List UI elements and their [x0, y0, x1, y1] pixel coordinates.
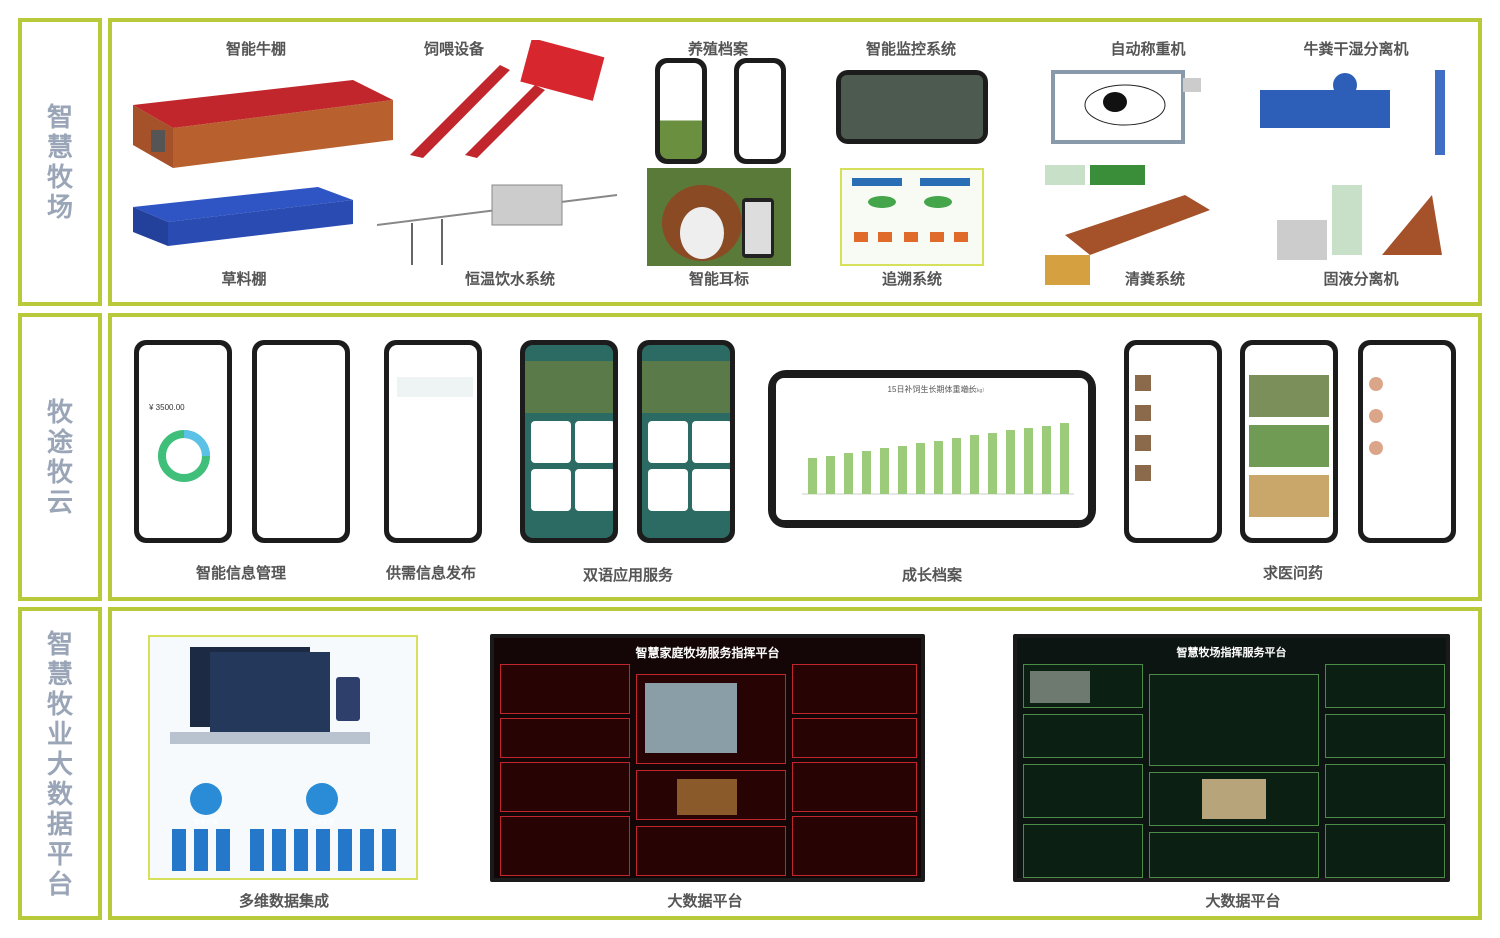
label-medical: 求医问药	[1262, 565, 1323, 582]
label-smart-barn: 智能牛棚	[225, 41, 286, 58]
section-2-title-char: 云	[46, 487, 73, 517]
label-big-data-platform-2: 大数据平台	[1205, 893, 1281, 910]
red-dashboard: 智慧家庭牧场服务指挥平台	[490, 634, 925, 882]
label-monitor-system: 智能监控系统	[865, 41, 956, 58]
records-phone-2	[734, 58, 786, 164]
section-3-title-char: 业	[46, 718, 73, 749]
growth-chart-unit: 单位（kg）	[962, 388, 988, 394]
section-1-content-frame	[108, 18, 1482, 306]
label-breeding-records: 养殖档案	[687, 41, 748, 58]
label-big-data-platform-1: 大数据平台	[667, 893, 743, 910]
monitor-phone-image	[836, 70, 988, 144]
separator-image	[1240, 60, 1475, 160]
bilingual-phone-2	[637, 340, 735, 543]
weigh-machine-image	[1045, 60, 1205, 150]
section-3-title-char: 据	[46, 808, 73, 839]
manure-cleaning-image	[1040, 160, 1215, 288]
section-3-title-char: 数	[46, 778, 73, 809]
label-growth-records: 成长档案	[901, 567, 962, 584]
growth-chart-bars	[802, 423, 1074, 495]
medical-phone-2	[1240, 340, 1338, 543]
label-info-management: 智能信息管理	[195, 565, 286, 582]
hay-shed-image	[128, 182, 358, 248]
section-3-title-char: 大	[46, 748, 73, 779]
medical-phone-3	[1358, 340, 1456, 543]
section-2-title-char: 牧	[46, 397, 73, 427]
section-2-title-char: 途	[46, 427, 73, 457]
section-3-side-frame: 智 慧 牧 业 大 数 据 平 台	[18, 607, 102, 920]
label-supply-info: 供需信息发布	[385, 565, 476, 582]
label-manure-separator: 牛粪干湿分离机	[1303, 41, 1409, 58]
label-solid-liquid: 固液分离机	[1323, 271, 1399, 288]
node-info-management: 信息管理	[309, 820, 334, 826]
label-auto-weigh: 自动称重机	[1110, 41, 1186, 58]
section-3-title-char: 平	[46, 838, 73, 869]
info-phone-2	[252, 340, 350, 543]
section-2-title-char: 牧	[46, 457, 73, 487]
records-phone-1	[655, 58, 707, 164]
green-dashboard: 智慧牧场指挥服务平台	[1013, 634, 1450, 882]
section-3-title-char: 慧	[46, 658, 73, 689]
section-1-title-char: 智	[46, 102, 73, 132]
supply-phone	[384, 340, 482, 543]
label-multi-dim-integration: 多维数据集成	[238, 893, 329, 910]
section-2-side-frame: 牧 途 牧 云	[18, 313, 102, 601]
section-3-title-char: 牧	[46, 688, 73, 719]
label-feeder: 饲喂设备	[423, 41, 484, 58]
phone-amount: ¥ 3500.00	[149, 403, 185, 412]
section-1-title-char: 牧	[46, 162, 73, 192]
eartag-image	[647, 168, 791, 266]
bilingual-phone-1	[520, 340, 618, 543]
label-smart-eartag: 智能耳标	[688, 271, 749, 288]
section-1-title-char: 场	[46, 192, 73, 222]
section-3-title-char: 台	[46, 868, 73, 899]
label-hay-shed: 草料棚	[221, 271, 267, 288]
info-phone-1: ¥ 3500.00	[134, 340, 232, 543]
label-trace-system: 追溯系统	[881, 271, 942, 288]
growth-chart-title: 15日补饲生长期体重增长	[887, 385, 977, 394]
growth-phone: 15日补饲生长期体重增长 单位（kg）	[768, 370, 1096, 528]
label-bilingual: 双语应用服务	[582, 567, 673, 584]
red-dashboard-title: 智慧家庭牧场服务指挥平台	[635, 646, 780, 660]
green-dashboard-title: 智慧牧场指挥服务平台	[1176, 647, 1287, 659]
solid-liquid-image	[1272, 175, 1452, 265]
medical-phone-1	[1124, 340, 1222, 543]
data-integration-image: 数据记录 信息管理	[148, 635, 418, 880]
section-1-title-char: 慧	[46, 132, 73, 162]
section-1-side-frame: 智 慧 牧 场	[18, 18, 102, 306]
section-3-title-char: 智	[46, 628, 73, 659]
label-manure-cleaning: 清粪系统	[1124, 271, 1185, 288]
node-data-record: 数据记录	[193, 820, 218, 826]
barn-image	[128, 60, 398, 170]
trace-system-image	[840, 168, 984, 266]
label-water-system: 恒温饮水系统	[464, 271, 555, 288]
water-system-image	[372, 175, 622, 270]
feeder-image	[405, 40, 615, 160]
